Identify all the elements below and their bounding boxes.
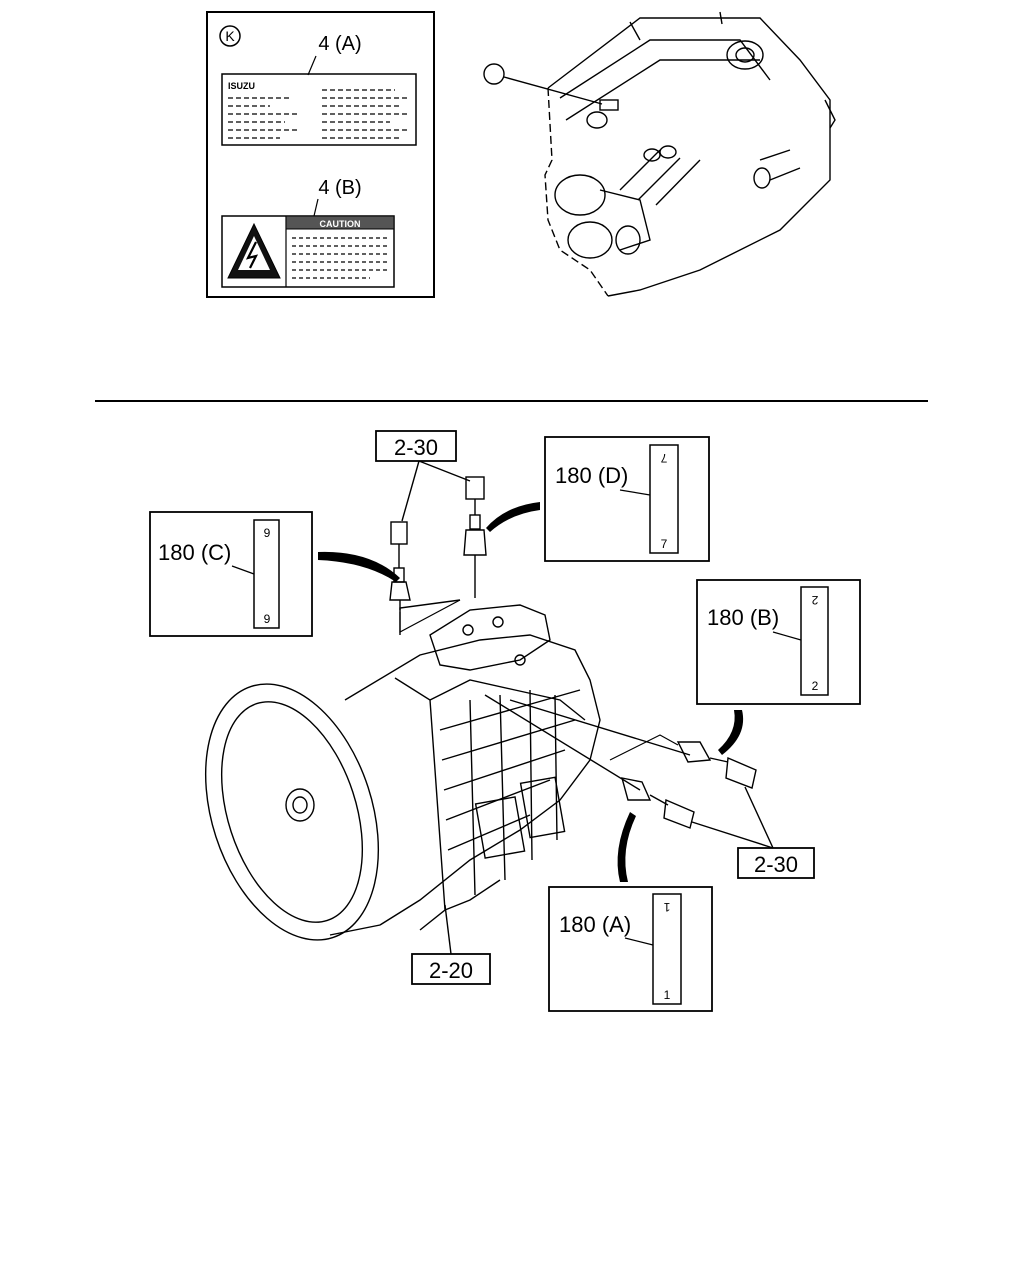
label-b-header: CAUTION bbox=[320, 219, 361, 229]
label-a-brand: ISUZU bbox=[228, 81, 255, 91]
callout-2-30-right: 2-30 bbox=[691, 786, 815, 879]
sensor-right-lower bbox=[621, 777, 695, 829]
tag-a-top-digit: 1 bbox=[663, 900, 670, 914]
tag-box-180-d: 180 (D) 7 7 bbox=[486, 436, 710, 562]
label-a-ref: 4 (A) bbox=[318, 33, 361, 55]
label-b-plate: CAUTION bbox=[221, 215, 395, 288]
right-sensor-leader bbox=[609, 734, 679, 761]
tag-a-ref: 180 (A) bbox=[559, 912, 631, 937]
inset-marker-circle bbox=[219, 25, 241, 47]
tag-box-180-a: 180 (A) 1 1 bbox=[548, 812, 713, 1012]
tag-b-ref: 180 (B) bbox=[707, 605, 779, 630]
label-a-plate: ISUZU bbox=[221, 73, 417, 146]
callout-2-30-top: 2-30 bbox=[375, 430, 471, 522]
tag-a-pointer-arrow bbox=[617, 812, 636, 882]
sensor-top-right bbox=[463, 476, 487, 598]
engine-marker-circle bbox=[483, 63, 505, 85]
callout-2-20-text: 2-20 bbox=[429, 958, 473, 983]
tag-box-180-b: 180 (B) 2 2 bbox=[696, 579, 861, 755]
tag-a-bottom-digit: 1 bbox=[664, 988, 671, 1002]
engine-illustration bbox=[483, 11, 836, 297]
callout-2-30-right-text: 2-30 bbox=[754, 852, 798, 877]
top-sensor-leader bbox=[399, 599, 461, 633]
tag-d-pointer-arrow bbox=[486, 502, 540, 532]
tag-c-bottom-digit: 9 bbox=[264, 612, 271, 626]
sensor-right-upper bbox=[676, 741, 757, 789]
tag-c-ref: 180 (C) bbox=[158, 540, 231, 565]
warning-triangle-icon bbox=[227, 222, 281, 279]
inset-marker-letter: K bbox=[225, 28, 235, 44]
tag-b-top-digit: 2 bbox=[811, 593, 818, 607]
tag-b-bottom-digit: 2 bbox=[812, 679, 819, 693]
tag-d-top-digit: 7 bbox=[660, 451, 667, 465]
label-inset: K 4 (A) ISUZU 4 (B) bbox=[206, 11, 435, 298]
sensor-top-left bbox=[389, 521, 411, 610]
callout-2-30-top-text: 2-30 bbox=[394, 435, 438, 460]
tag-d-bottom-digit: 7 bbox=[661, 537, 668, 551]
bell-housing bbox=[204, 683, 380, 941]
label-b-ref: 4 (B) bbox=[318, 177, 361, 199]
tag-box-180-c: 180 (C) 9 9 bbox=[149, 511, 400, 637]
tag-d-ref: 180 (D) bbox=[555, 463, 628, 488]
tag-b-pointer-arrow bbox=[718, 710, 744, 755]
tag-c-pointer-arrow bbox=[318, 551, 400, 582]
callout-2-20: 2-20 bbox=[411, 904, 491, 985]
transmission-illustration bbox=[204, 599, 691, 941]
tag-c-top-digit: 9 bbox=[264, 526, 271, 540]
